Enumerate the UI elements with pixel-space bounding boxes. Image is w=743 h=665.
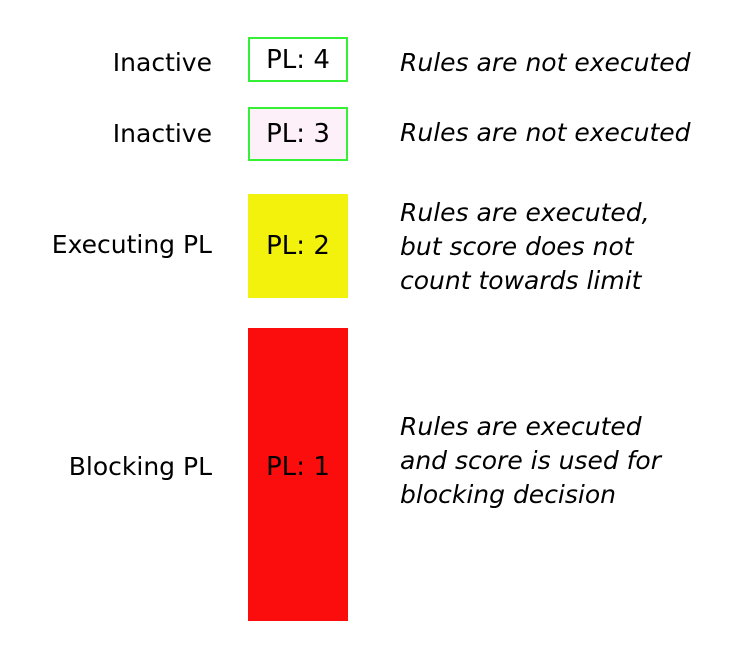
- pl3-box: PL: 3: [248, 107, 348, 161]
- pl2-description: Rules are executed, but score does not c…: [400, 198, 650, 295]
- pl1-description: Rules are executed and score is used for…: [400, 412, 662, 509]
- pl4-state-label: Inactive: [112, 48, 212, 77]
- pl4-box-text: PL: 4: [266, 44, 330, 75]
- pl3-description: Rules are not executed: [400, 118, 691, 147]
- pl1-box-text: PL: 1: [266, 452, 330, 482]
- pl1-box: PL: 1: [248, 328, 348, 621]
- pl2-box: PL: 2: [248, 194, 348, 298]
- pl1-state-label: Blocking PL: [68, 452, 212, 481]
- pl3-box-text: PL: 3: [266, 119, 330, 149]
- pl2-box-text: PL: 2: [266, 231, 330, 261]
- pl3-state-label: Inactive: [112, 119, 212, 148]
- pl2-state-label: Executing PL: [51, 230, 212, 259]
- pl4-description: Rules are not executed: [400, 48, 691, 77]
- pl4-box: PL: 4: [248, 37, 348, 82]
